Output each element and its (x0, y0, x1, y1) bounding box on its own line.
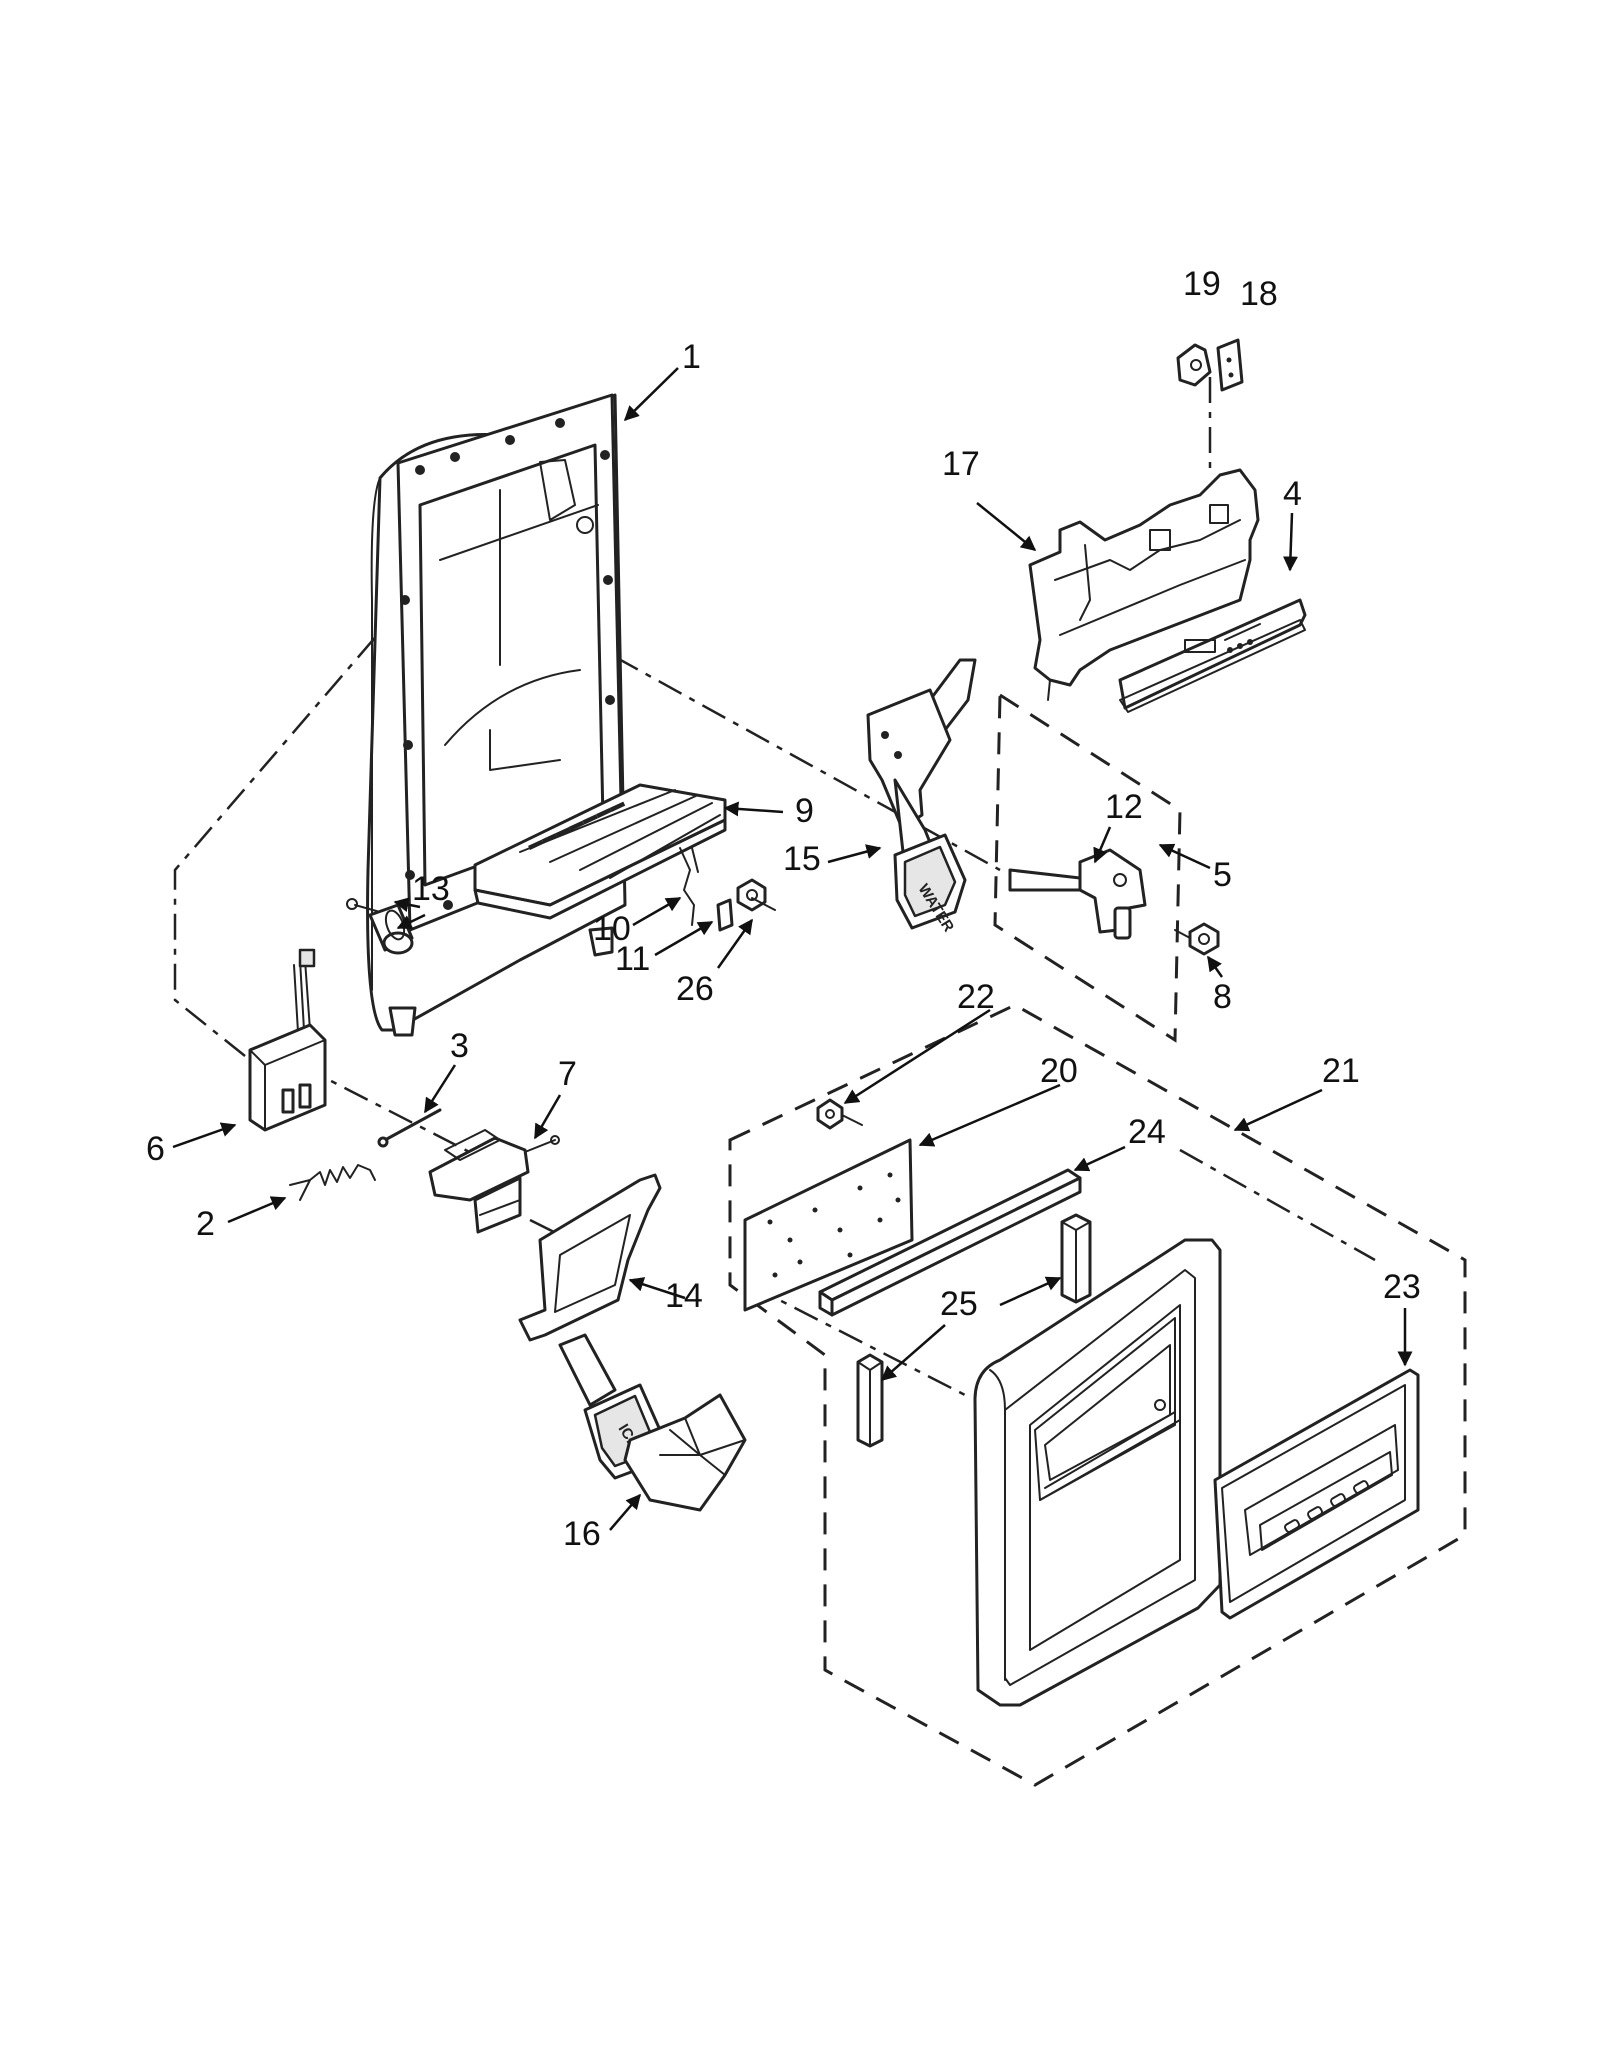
leader-8 (1206, 955, 1224, 978)
mounting-screw-26 (736, 878, 776, 912)
leader-11 (654, 920, 714, 957)
callout-20: 20 (1040, 1052, 1078, 1090)
callout-16: 16 (563, 1515, 601, 1553)
callout-14: 14 (665, 1277, 703, 1315)
leader-12 (1093, 826, 1112, 864)
leader-24 (1073, 1145, 1126, 1172)
leader-25a (999, 1276, 1062, 1307)
module-5-outline (993, 692, 1182, 1043)
torsion-spring (289, 1164, 376, 1201)
control-housing (1028, 468, 1260, 701)
foam-strip-24 (818, 1168, 1082, 1317)
callout-3: 3 (450, 1027, 469, 1065)
leader-1 (623, 367, 679, 422)
water-lever: WATER (866, 658, 977, 935)
switch-bracket (1216, 338, 1244, 392)
pivot-pin (377, 1108, 442, 1148)
callout-12: 12 (1105, 788, 1143, 826)
foam-block-25-upper (1060, 1213, 1092, 1304)
callout-11: 11 (615, 940, 650, 978)
leader-26 (716, 918, 754, 969)
circuit-board (743, 1138, 914, 1312)
ice-switch-mechanism (428, 1129, 560, 1234)
housing-screw-holes (400, 418, 617, 910)
leader-4 (1282, 512, 1298, 572)
callout-26: 26 (676, 970, 714, 1008)
leader-13 (393, 897, 421, 913)
leader-10 (632, 896, 682, 927)
leader-6 (172, 1122, 237, 1149)
callout-10: 10 (593, 910, 631, 948)
callout-6: 6 (146, 1130, 165, 1168)
callout-5: 5 (1213, 856, 1232, 894)
callout-25: 25 (940, 1285, 978, 1323)
callout-18: 18 (1240, 275, 1278, 313)
callout-23: 23 (1383, 1268, 1421, 1306)
lever-spring (679, 847, 699, 926)
leader-14 (628, 1277, 686, 1300)
callout-2: 2 (196, 1205, 215, 1243)
callout-4: 4 (1283, 475, 1302, 513)
callout-15: 15 (783, 840, 821, 878)
callout-24: 24 (1128, 1113, 1166, 1151)
callout-19: 19 (1183, 265, 1221, 303)
callout-21: 21 (1322, 1052, 1360, 1090)
motor-assembly (248, 948, 327, 1132)
control-panel-cover (1213, 1368, 1420, 1620)
leader-13b (396, 913, 426, 930)
control-board (1118, 598, 1307, 713)
callout-17: 17 (942, 445, 980, 483)
mounting-screw-8 (1174, 922, 1220, 956)
mounting-screw-22 (816, 1098, 863, 1130)
leader-16 (609, 1493, 641, 1531)
callout-13: 13 (412, 870, 450, 908)
leader-lines (172, 367, 1413, 1531)
callout-1: 1 (682, 338, 701, 376)
leader-17 (976, 502, 1037, 551)
leader-7 (533, 1094, 562, 1140)
panel-buttons (1284, 1480, 1369, 1533)
drip-tray: ▬▬▬▬▬▬▬ (473, 783, 727, 920)
dispenser-facade (973, 1238, 1222, 1707)
leader-21 (1233, 1088, 1323, 1132)
leader-5 (1158, 843, 1211, 870)
assembly-21-outline (728, 1003, 1467, 1787)
leader-9 (723, 801, 784, 817)
spring-clip (716, 898, 734, 932)
ice-lever: ICE (518, 1173, 662, 1480)
leader-25b (880, 1324, 946, 1381)
leader-15 (827, 844, 882, 864)
callout-9: 9 (795, 792, 814, 830)
circuit-board-holes (767, 1172, 901, 1278)
leader-3 (423, 1064, 457, 1114)
callout-8: 8 (1213, 978, 1232, 1016)
callout-7: 7 (558, 1055, 577, 1093)
water-switch-actuator (1008, 848, 1147, 940)
interlock-switch (1176, 343, 1212, 387)
foam-block-25-lower (856, 1353, 884, 1448)
callout-labels: 1 2 3 4 5 6 7 8 9 10 11 12 13 14 15 16 1… (146, 265, 1421, 1553)
leader-20 (918, 1083, 1061, 1147)
leader-22 (843, 1008, 991, 1105)
callout-22: 22 (957, 978, 995, 1016)
leader-2 (227, 1196, 287, 1224)
ice-chute (623, 1393, 747, 1512)
